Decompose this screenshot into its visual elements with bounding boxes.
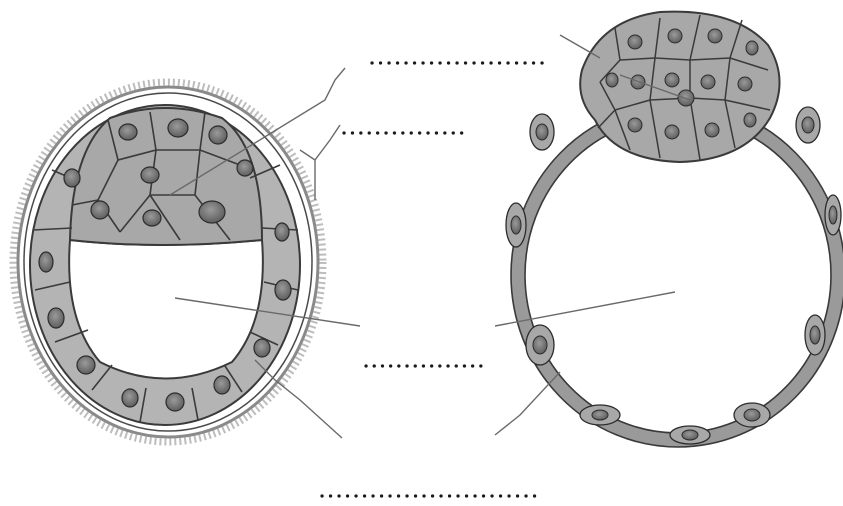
nucleus (122, 389, 138, 407)
nucleus (665, 73, 679, 87)
nucleus (77, 356, 95, 374)
nucleus (744, 113, 756, 127)
nucleus (606, 73, 618, 87)
nucleus (744, 409, 760, 421)
nucleus (708, 29, 722, 43)
nucleus (668, 29, 682, 43)
nucleus (237, 160, 253, 176)
nucleus (665, 125, 679, 139)
nucleus (48, 308, 64, 328)
nucleus (802, 117, 814, 133)
left-inner-cell-mass (70, 108, 262, 245)
nucleus (701, 75, 715, 89)
nucleus (829, 206, 837, 224)
nucleus (209, 126, 227, 144)
nucleus (738, 77, 752, 91)
nucleus (511, 216, 521, 234)
nucleus (275, 280, 291, 300)
nucleus (628, 35, 642, 49)
nucleus (254, 339, 270, 357)
nucleus (592, 410, 608, 420)
nucleus (628, 118, 642, 132)
nucleus (746, 41, 758, 55)
nucleus (536, 124, 548, 140)
nucleus (199, 201, 225, 223)
nucleus (91, 201, 109, 219)
right-embryo (506, 12, 843, 447)
left-embryo (13, 82, 323, 442)
leader-line-zona (315, 125, 340, 200)
nucleus (705, 123, 719, 137)
nucleus (168, 119, 188, 137)
nucleus (533, 336, 547, 354)
nucleus (682, 430, 698, 440)
nucleus (810, 326, 820, 344)
nucleus (64, 169, 80, 187)
nucleus (119, 124, 137, 140)
nucleus (39, 252, 53, 272)
nucleus (141, 167, 159, 183)
left-blastocoel (69, 240, 263, 379)
nucleus (214, 376, 230, 394)
nucleus (275, 223, 289, 241)
nucleus (166, 393, 184, 411)
nucleus (143, 210, 161, 226)
